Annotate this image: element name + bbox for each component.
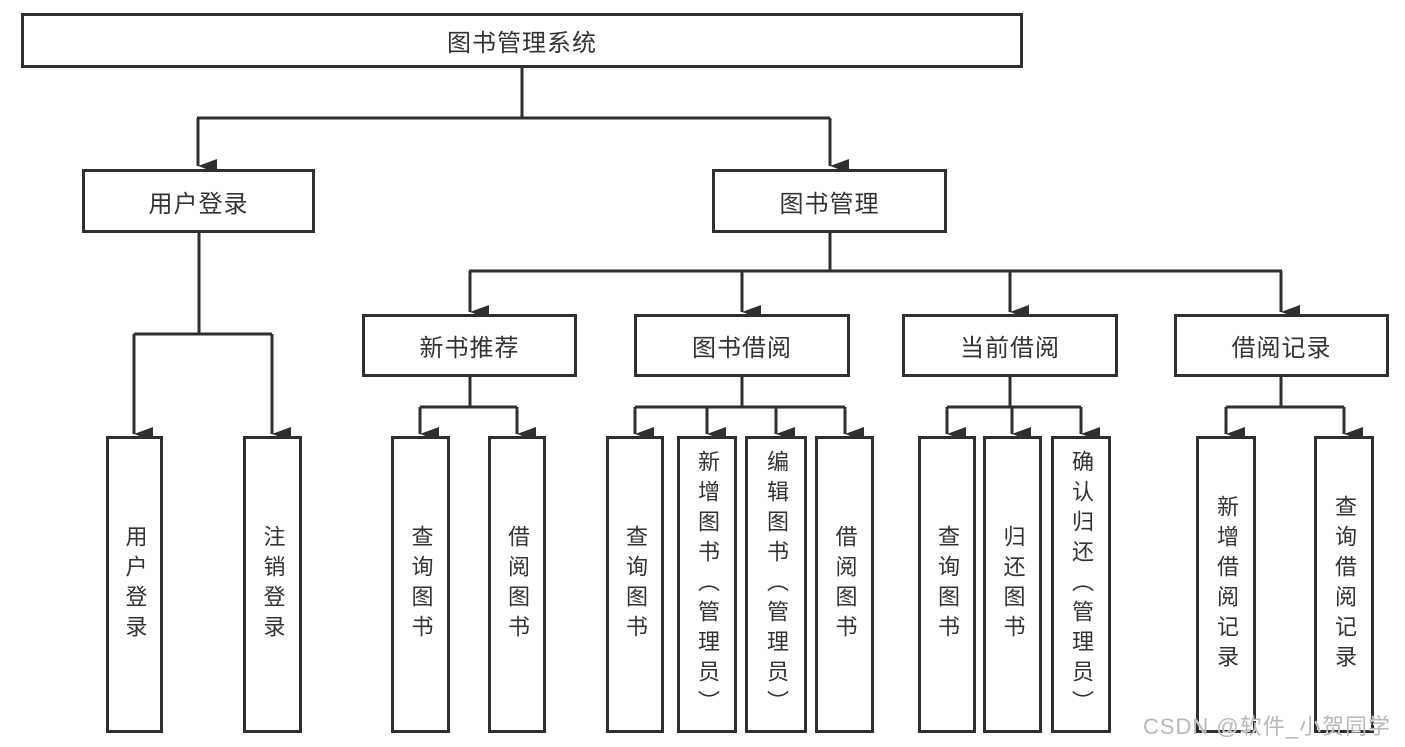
node-label: 图书管理 <box>779 190 880 218</box>
node-label: 确认归还（管理员） <box>1069 449 1094 720</box>
node-leaf-borrow-books-2: 借阅图书 <box>815 436 874 733</box>
node-label: 用户登录 <box>148 190 249 218</box>
node-label: 查询图书 <box>935 524 960 645</box>
node-leaf-user-login: 用户登录 <box>106 436 163 733</box>
csdn-watermark: CSDN @软件_小贺同学 <box>1142 714 1391 739</box>
node-leaf-return-books: 归还图书 <box>983 436 1042 733</box>
node-leaf-query-books-3: 查询图书 <box>918 436 976 733</box>
node-book-management: 图书管理 <box>712 169 947 233</box>
node-book-borrow: 图书借阅 <box>634 314 850 377</box>
node-leaf-logout: 注销登录 <box>243 436 302 733</box>
node-label: 借阅记录 <box>1231 335 1332 362</box>
node-current-borrow: 当前借阅 <box>902 314 1118 377</box>
node-leaf-borrow-books-1: 借阅图书 <box>488 436 546 733</box>
node-label: 借阅图书 <box>832 524 858 645</box>
node-label: 新增借阅记录 <box>1214 494 1239 675</box>
node-label: 查询图书 <box>623 524 648 645</box>
node-label: 新书推荐 <box>419 335 520 362</box>
node-label: 查询图书 <box>408 524 434 645</box>
node-label: 借阅图书 <box>505 524 530 645</box>
node-user-login: 用户登录 <box>82 169 315 233</box>
node-label: 新增图书（管理员） <box>695 449 720 720</box>
node-label: 编辑图书（管理员） <box>764 449 789 720</box>
node-new-book-recommend: 新书推荐 <box>362 314 577 377</box>
node-label: 注销登录 <box>260 524 286 645</box>
node-leaf-query-books-2: 查询图书 <box>606 436 664 733</box>
node-label: 用户登录 <box>122 524 148 645</box>
node-label: 图书管理系统 <box>447 30 597 57</box>
node-leaf-add-borrow-record: 新增借阅记录 <box>1196 436 1256 733</box>
node-leaf-query-borrow-record: 查询借阅记录 <box>1314 436 1374 733</box>
node-leaf-add-books-admin: 新增图书（管理员） <box>677 436 737 733</box>
node-label: 图书借阅 <box>692 335 792 362</box>
node-leaf-confirm-return-admin: 确认归还（管理员） <box>1051 436 1111 733</box>
node-label: 查询借阅记录 <box>1332 494 1357 675</box>
node-leaf-edit-books-admin: 编辑图书（管理员） <box>745 436 807 733</box>
node-library-management-system: 图书管理系统 <box>21 13 1023 68</box>
node-label: 归还图书 <box>1000 524 1026 645</box>
node-label: 当前借阅 <box>960 335 1060 362</box>
node-borrow-records: 借阅记录 <box>1174 314 1389 377</box>
node-leaf-query-books-1: 查询图书 <box>391 436 450 733</box>
